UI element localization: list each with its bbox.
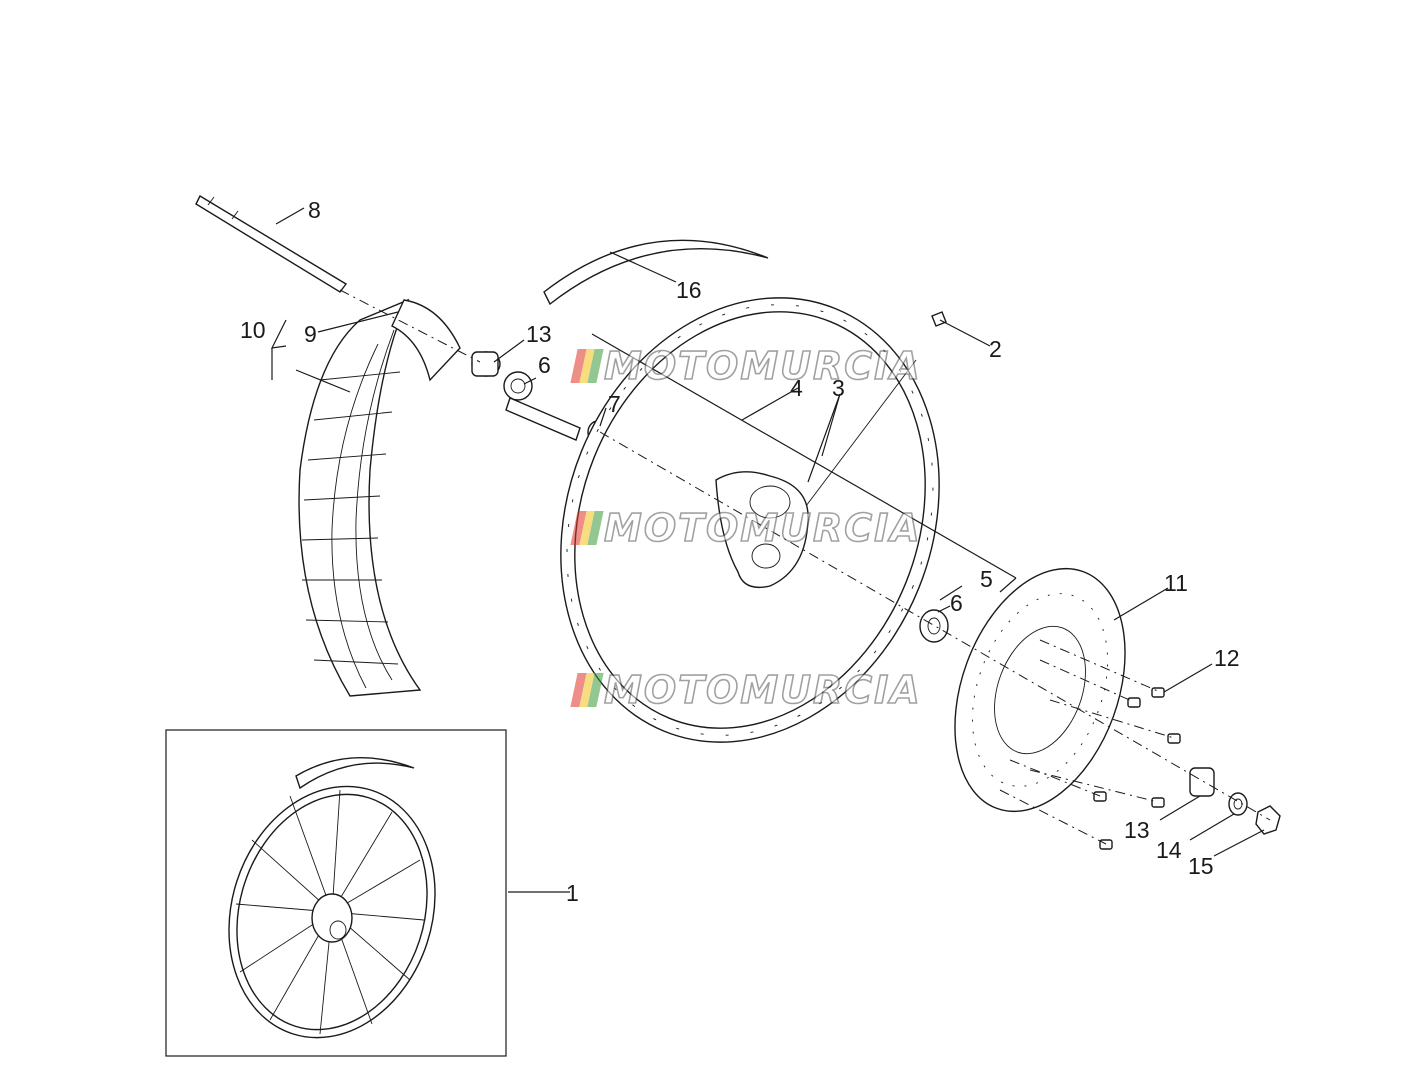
assembly-axis-lines <box>339 289 1271 845</box>
callout-12: 12 <box>1214 645 1240 671</box>
callout-3: 3 <box>832 375 845 401</box>
callout-7: 7 <box>608 391 621 417</box>
watermark-flag-icon <box>570 349 604 383</box>
watermark-flag-icon <box>570 511 604 545</box>
watermark-logo: MOTOMURCIA <box>570 667 922 713</box>
bearing-right-part <box>919 609 949 643</box>
watermark-logo: MOTOMURCIA <box>570 505 922 551</box>
hub-spacers-left <box>471 351 609 444</box>
callout-8: 8 <box>308 197 321 223</box>
watermark-text: MOTOMURCIA <box>603 343 922 389</box>
callout-2: 2 <box>989 336 1002 362</box>
callout-10: 10 <box>240 317 266 343</box>
callout-14: 14 <box>1156 837 1182 863</box>
leader-lines <box>270 207 1265 893</box>
callout-6-left: 6 <box>538 352 551 378</box>
rim-tape-part <box>543 239 769 306</box>
valve-part <box>931 311 947 327</box>
watermark-text: MOTOMURCIA <box>603 667 922 713</box>
callout-16: 16 <box>676 277 702 303</box>
watermark-logo: MOTOMURCIA <box>570 343 922 389</box>
callout-6-right: 6 <box>950 590 963 616</box>
callout-1: 1 <box>566 880 579 906</box>
complete-wheel-inset <box>165 729 507 1057</box>
watermark-flag-icon <box>570 673 604 707</box>
watermark-text: MOTOMURCIA <box>603 505 922 551</box>
brake-disc-part <box>954 567 1126 813</box>
inner-tube-part <box>391 299 461 382</box>
callout-13-left: 13 <box>526 321 552 347</box>
hub-spacers-right <box>1189 767 1281 835</box>
callout-4: 4 <box>790 375 803 401</box>
callout-9: 9 <box>304 321 317 347</box>
tyre-part <box>298 298 422 697</box>
wheel-hub-part <box>715 471 809 589</box>
callout-11: 11 <box>1164 570 1188 596</box>
callout-labels: 1 2 3 4 5 6 6 7 8 9 10 11 12 13 13 14 15… <box>240 197 1240 906</box>
callout-13-right: 13 <box>1124 817 1150 843</box>
callout-5: 5 <box>980 566 993 592</box>
callout-15: 15 <box>1188 853 1214 879</box>
axle-part <box>195 195 348 293</box>
